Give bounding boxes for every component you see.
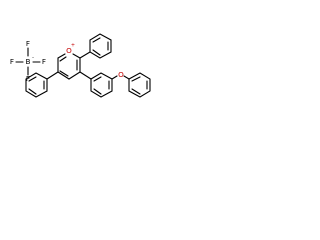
left-phenyl-double-3 [28, 76, 37, 82]
fluorine-right-label: F [42, 57, 46, 66]
meta-phenyl-ring [90, 72, 113, 98]
meta-phenyl-double-1 [93, 76, 102, 82]
boron-label: B [26, 57, 31, 66]
left-phenyl-double-2 [28, 88, 37, 95]
bond-meta-ring-ether-o [111, 75, 118, 80]
ring-bond-c3-c4 [68, 71, 81, 80]
bond-c4-meta-phenyl [79, 71, 92, 80]
bonds-layer [15, 33, 151, 98]
fluorine-left-label: F [10, 57, 14, 66]
phenoxy-double-1 [131, 76, 141, 82]
ring-bond-o-c2 [72, 53, 81, 59]
molecule-drawing: F F B - F F O + O [10, 33, 151, 98]
atom-labels-layer: F F B - F F O + O [10, 39, 124, 83]
ring-double-c6-o [59, 56, 67, 62]
ring-bond-c4-c5 [57, 71, 70, 80]
pyrylium-oxygen-label: O [66, 46, 72, 55]
bond-c2-upper-phenyl [79, 51, 91, 59]
upper-phenyl-double-1 [92, 37, 101, 43]
boron-charge-label: - [32, 55, 34, 61]
ether-oxygen-label: O [118, 70, 124, 79]
ring-bond-c6-o [57, 53, 66, 59]
ring-double-c4-c5 [59, 70, 69, 77]
oxonium-charge-label: + [71, 43, 75, 49]
structure-diagram: F F B - F F O + O [0, 0, 152, 152]
phenoxy-ring [128, 72, 151, 98]
phenoxy-double-3 [131, 88, 141, 95]
upper-phenyl-ring [89, 33, 112, 59]
bond-c6-left-phenyl [46, 71, 59, 80]
left-phenyl-ring [25, 72, 48, 98]
upper-phenyl-double-3 [92, 49, 101, 56]
meta-phenyl-double-3 [93, 88, 102, 95]
fluorine-bottom-label: F [26, 74, 30, 83]
fluorine-top-label: F [26, 39, 30, 48]
bond-ether-o-phenoxy [123, 75, 130, 80]
